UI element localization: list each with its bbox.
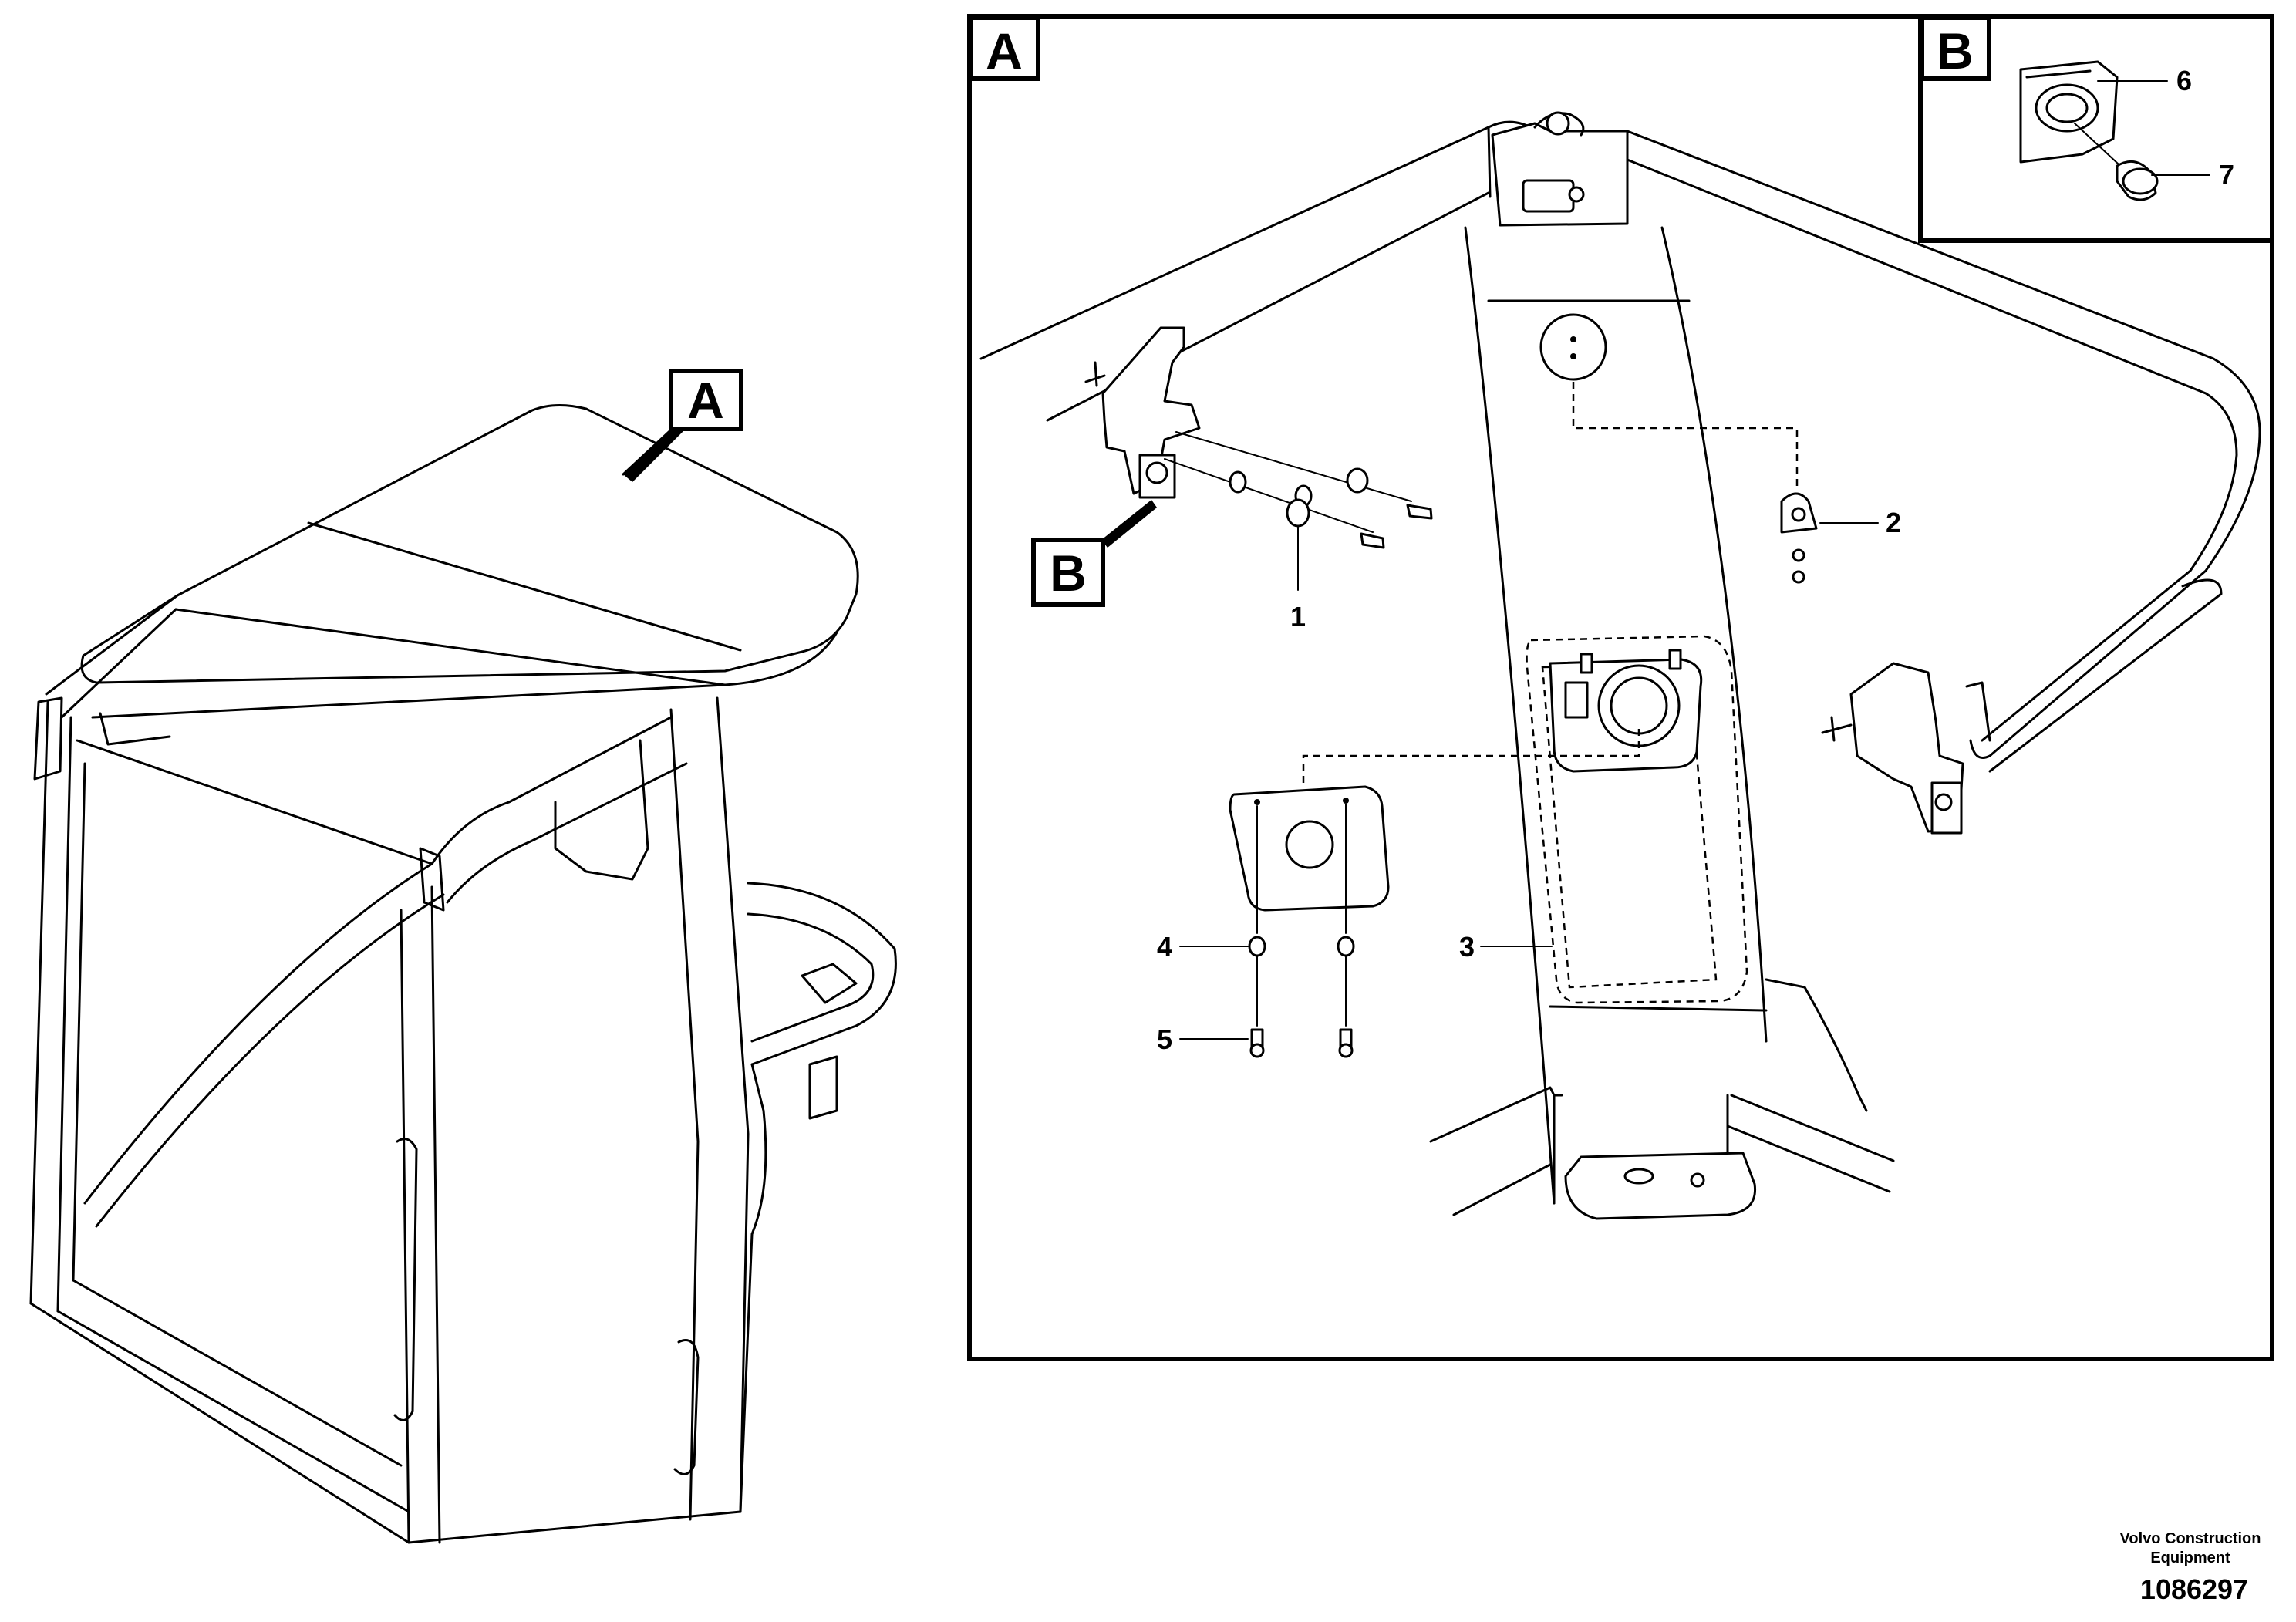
part-7-number: 7: [2219, 159, 2234, 191]
detail-a-label: A: [986, 22, 1023, 79]
part-3-assembly: 3: [1459, 931, 1553, 963]
detail-b-tag: [1920, 15, 1991, 81]
detail-a-frame: [967, 14, 2274, 1361]
detail-b-drawing: 6 7: [2019, 60, 2234, 201]
part-1-assembly: 1: [1164, 431, 1433, 632]
part-6-number: 6: [2176, 65, 2192, 96]
part-1-number: 1: [1290, 601, 1306, 632]
publisher-line-2: Equipment: [2150, 1549, 2230, 1566]
overview-label-a: A: [622, 369, 743, 482]
overview-a-text: A: [687, 372, 724, 429]
detail-b-frame: [1918, 14, 2274, 243]
callout-b: B: [1031, 500, 1157, 607]
cover-plate-assembly: 4 5: [1157, 729, 1640, 1058]
drawing-number: 1086297: [2139, 1573, 2249, 1605]
part-3-number: 3: [1459, 931, 1475, 963]
part-5-number: 5: [1157, 1023, 1172, 1055]
part-4-number: 4: [1157, 931, 1172, 963]
publisher-line-1: Volvo Construction: [2119, 1530, 2261, 1547]
detail-b-label: B: [1937, 22, 1974, 79]
cab-overview: [29, 403, 897, 1544]
detail-a-tag: [969, 15, 1040, 81]
part-2-number: 2: [1886, 507, 1901, 538]
detail-a-drawing: [979, 111, 2261, 1220]
callout-b-text: B: [1050, 545, 1087, 602]
part-2-assembly: 2: [1572, 382, 1901, 584]
publisher-credit: Volvo Construction Equipment: [2082, 1529, 2296, 1568]
